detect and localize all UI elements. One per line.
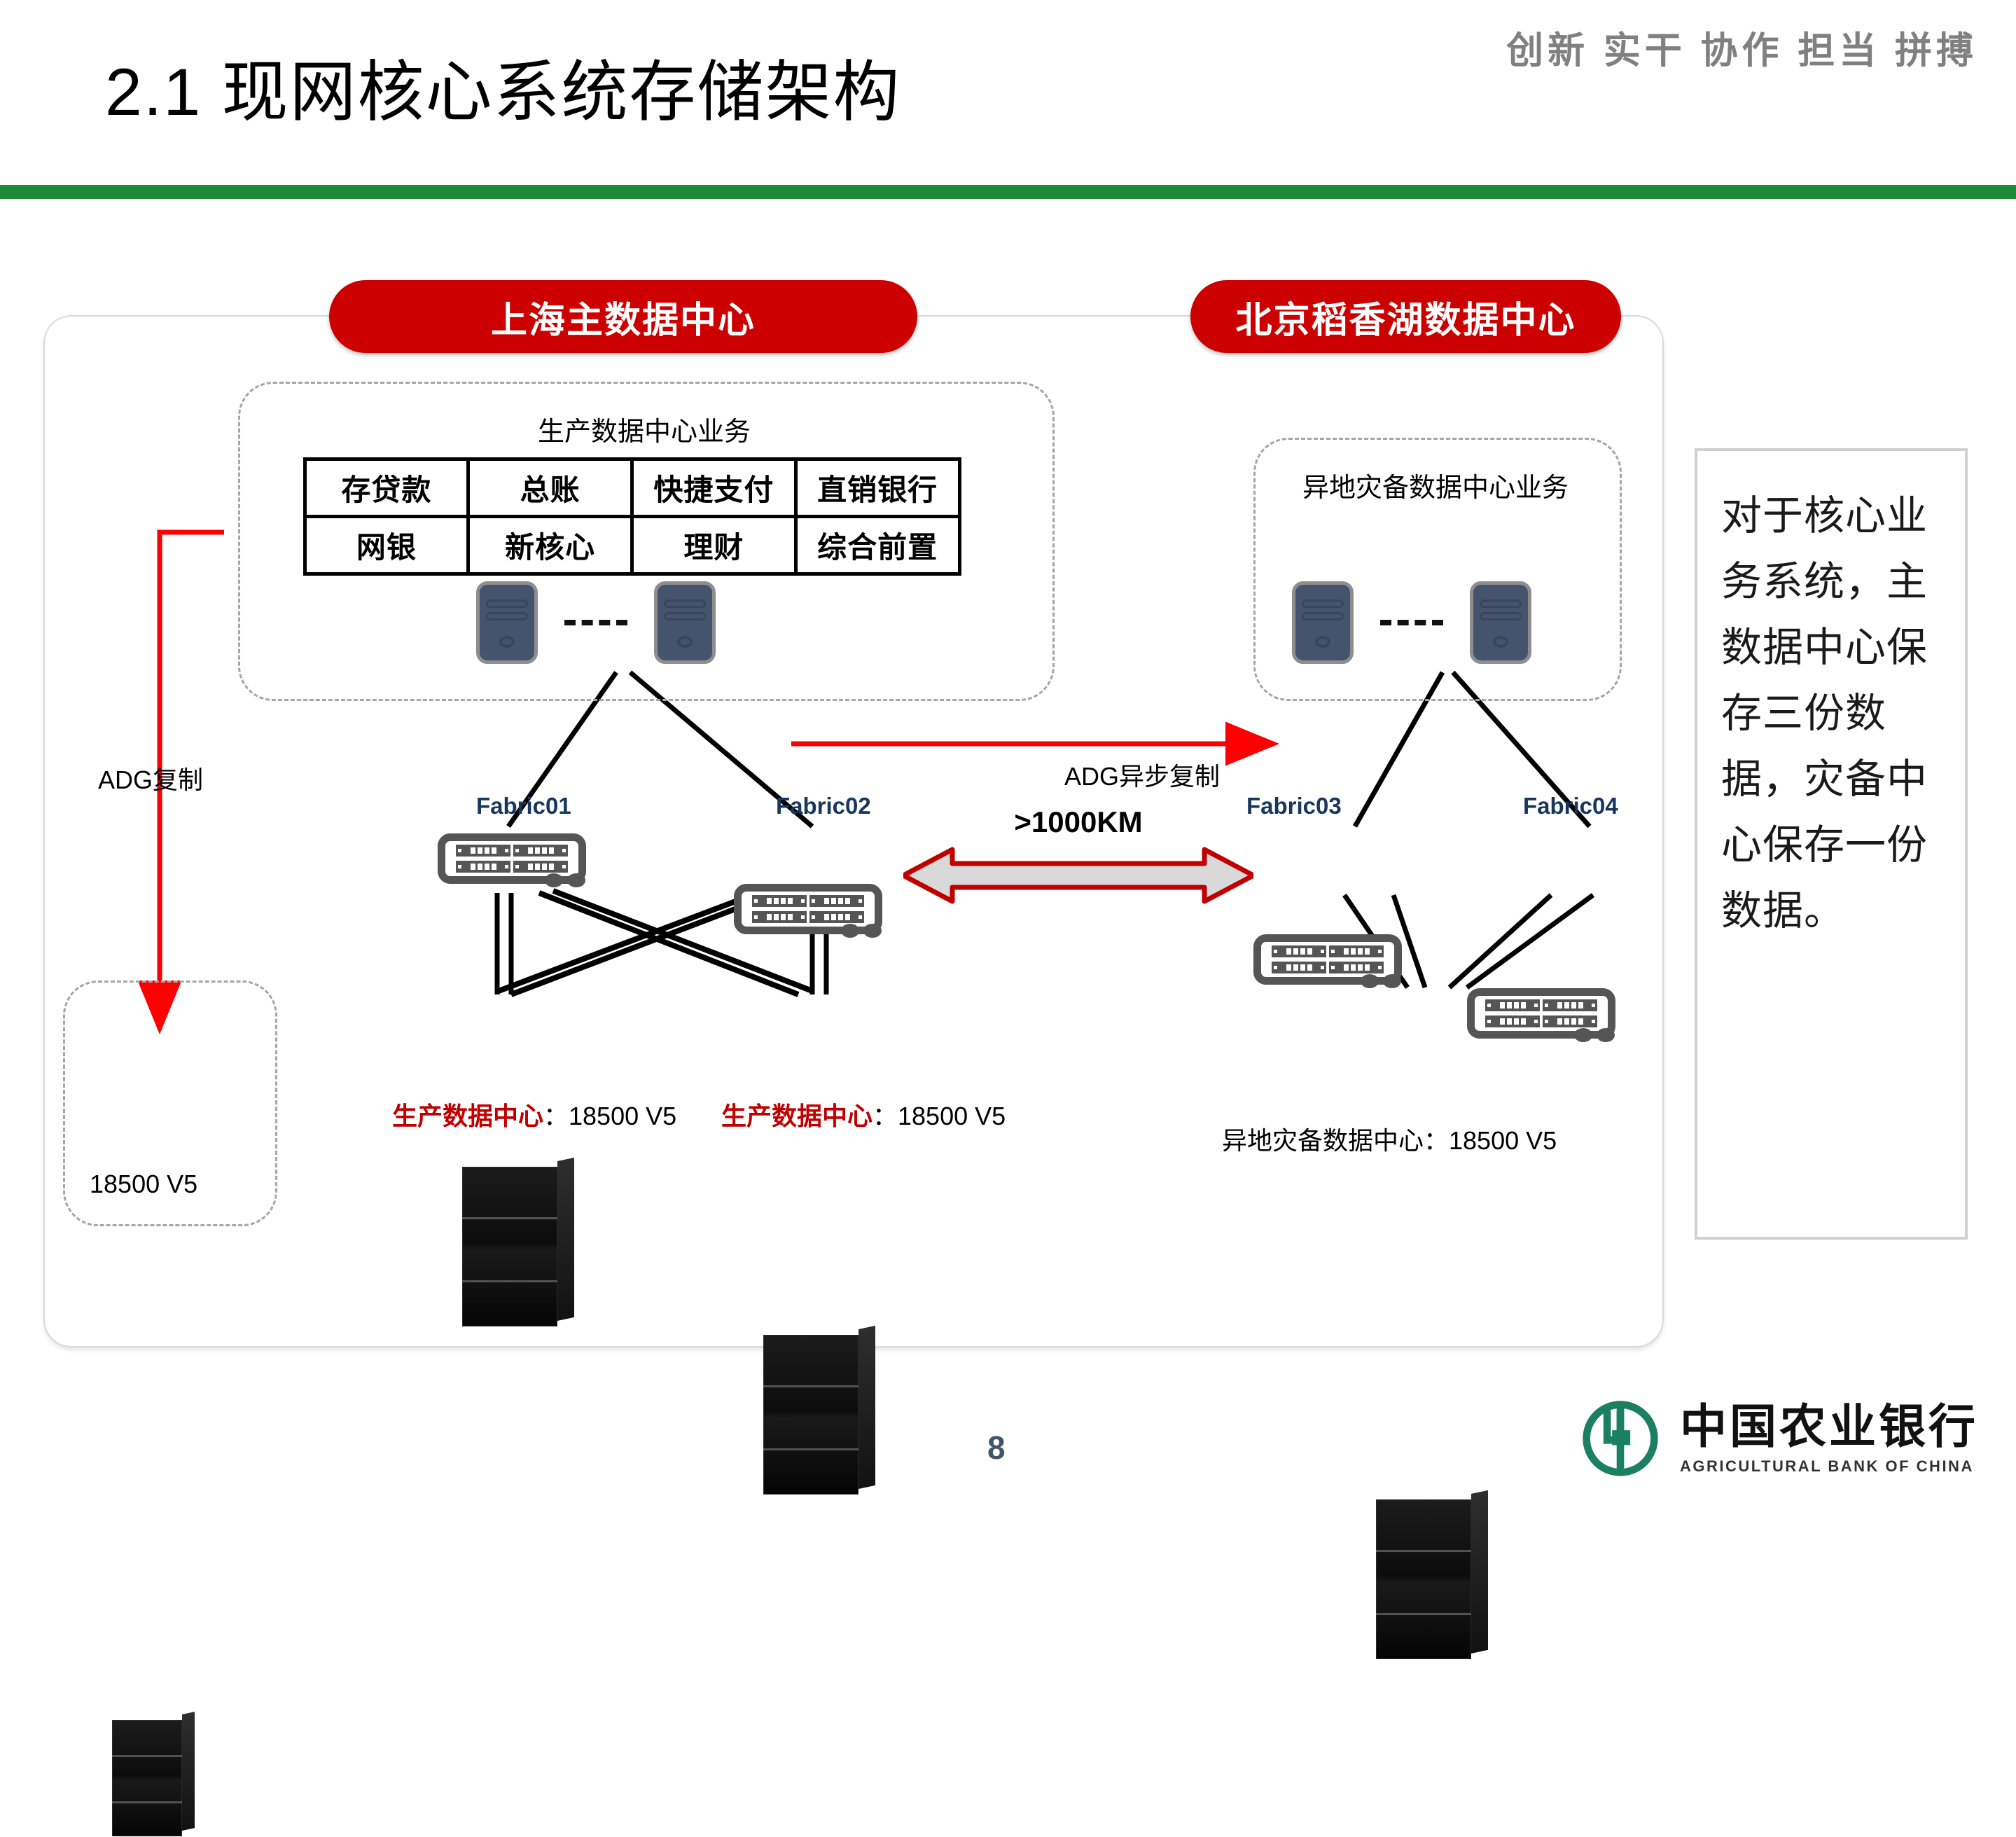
storage-label-prod-left: 生产数据中心：18500 V5 <box>392 1096 676 1132</box>
production-zone-title: 生产数据中心业务 <box>537 417 751 447</box>
app-tile[interactable]: 新核心 <box>466 514 634 576</box>
storage-label-adg: 18500 V5 <box>90 1170 198 1198</box>
fabric-switch-icon[interactable] <box>734 884 882 938</box>
app-tile[interactable]: 存贷款 <box>303 457 471 518</box>
fabric-switch-icon[interactable] <box>438 833 586 887</box>
corporate-slogan: 创新 实干 协作 担当 拼搏 <box>1506 30 1977 71</box>
banner-primary-datacenter: 上海主数据中心 <box>329 280 917 353</box>
storage-label-prod-right-rest: ：18500 V5 <box>873 1102 1006 1130</box>
server-tower-icon <box>1470 581 1531 664</box>
app-tile[interactable]: 理财 <box>630 514 798 576</box>
title-divider-bar <box>0 185 2016 199</box>
brand-name-en: AGRICULTURAL BANK OF CHINA <box>1680 1457 1974 1475</box>
storage-label-prod-right-red: 生产数据中心 <box>721 1102 873 1130</box>
fabric01-label: Fabric01 <box>476 793 571 819</box>
dr-zone <box>1253 438 1622 701</box>
storage-array-icon <box>1376 1490 1488 1662</box>
distance-label: >1000KM <box>1014 805 1143 838</box>
app-tile[interactable]: 综合前置 <box>793 514 961 576</box>
storage-array-icon <box>462 1157 574 1329</box>
fabric02-label: Fabric02 <box>776 793 871 819</box>
brand-name-cn: 中国农业银行 <box>1680 1400 1978 1453</box>
app-tile[interactable]: 直销银行 <box>793 457 961 518</box>
fabric04-label: Fabric04 <box>1523 793 1618 819</box>
server-tower-icon <box>476 581 538 664</box>
application-grid: 存贷款 总账 快捷支付 直销银行 网银 新核心 理财 综合前置 <box>303 457 961 576</box>
brand-text: 中国农业银行 AGRICULTURAL BANK OF CHINA <box>1680 1403 1978 1474</box>
banner-dr-label: 北京稻香湖数据中心 <box>1235 300 1576 341</box>
storage-array-icon <box>112 1712 195 1837</box>
app-tile[interactable]: 快捷支付 <box>630 457 798 518</box>
distance-double-arrow-icon <box>903 847 1253 904</box>
production-zone <box>238 382 1055 701</box>
dr-server-group <box>1292 581 1531 664</box>
page-number: 8 <box>987 1429 1006 1466</box>
server-tower-icon <box>1292 581 1354 664</box>
server-tower-icon <box>654 581 716 664</box>
fabric-switch-icon[interactable] <box>1253 934 1402 988</box>
agricultural-bank-logo-icon <box>1583 1401 1658 1476</box>
server-cluster-link-icon <box>564 620 627 625</box>
server-cluster-link-icon <box>1380 620 1443 625</box>
fabric-switch-icon[interactable] <box>1467 988 1615 1042</box>
storage-label-dr: 异地灾备数据中心：18500 V5 <box>1222 1126 1557 1155</box>
dr-zone-title: 异地灾备数据中心业务 <box>1302 473 1569 503</box>
fabric03-label: Fabric03 <box>1246 793 1342 819</box>
adg-storage-zone <box>63 980 277 1226</box>
adg-async-replication-label: ADG异步复制 <box>1064 762 1221 791</box>
banner-primary-label: 上海主数据中心 <box>490 300 756 341</box>
banner-dr-datacenter: 北京稻香湖数据中心 <box>1190 280 1621 353</box>
adg-replication-label: ADG复制 <box>98 765 204 794</box>
production-server-group <box>476 581 716 664</box>
note-panel: 对于核心业务系统，主数据中心保存三份数据，灾备中心保存一份数据。 <box>1695 448 1968 1240</box>
storage-array-icon <box>763 1325 875 1497</box>
app-tile[interactable]: 总账 <box>466 457 634 518</box>
page-title: 2.1 现网核心系统存储架构 <box>105 55 901 130</box>
brand-footer: 中国农业银行 AGRICULTURAL BANK OF CHINA <box>1579 1397 1978 1480</box>
storage-label-prod-left-rest: ：18500 V5 <box>543 1102 677 1130</box>
storage-label-prod-left-red: 生产数据中心 <box>392 1102 544 1130</box>
storage-label-prod-right: 生产数据中心：18500 V5 <box>721 1096 1006 1132</box>
app-tile[interactable]: 网银 <box>303 514 471 576</box>
